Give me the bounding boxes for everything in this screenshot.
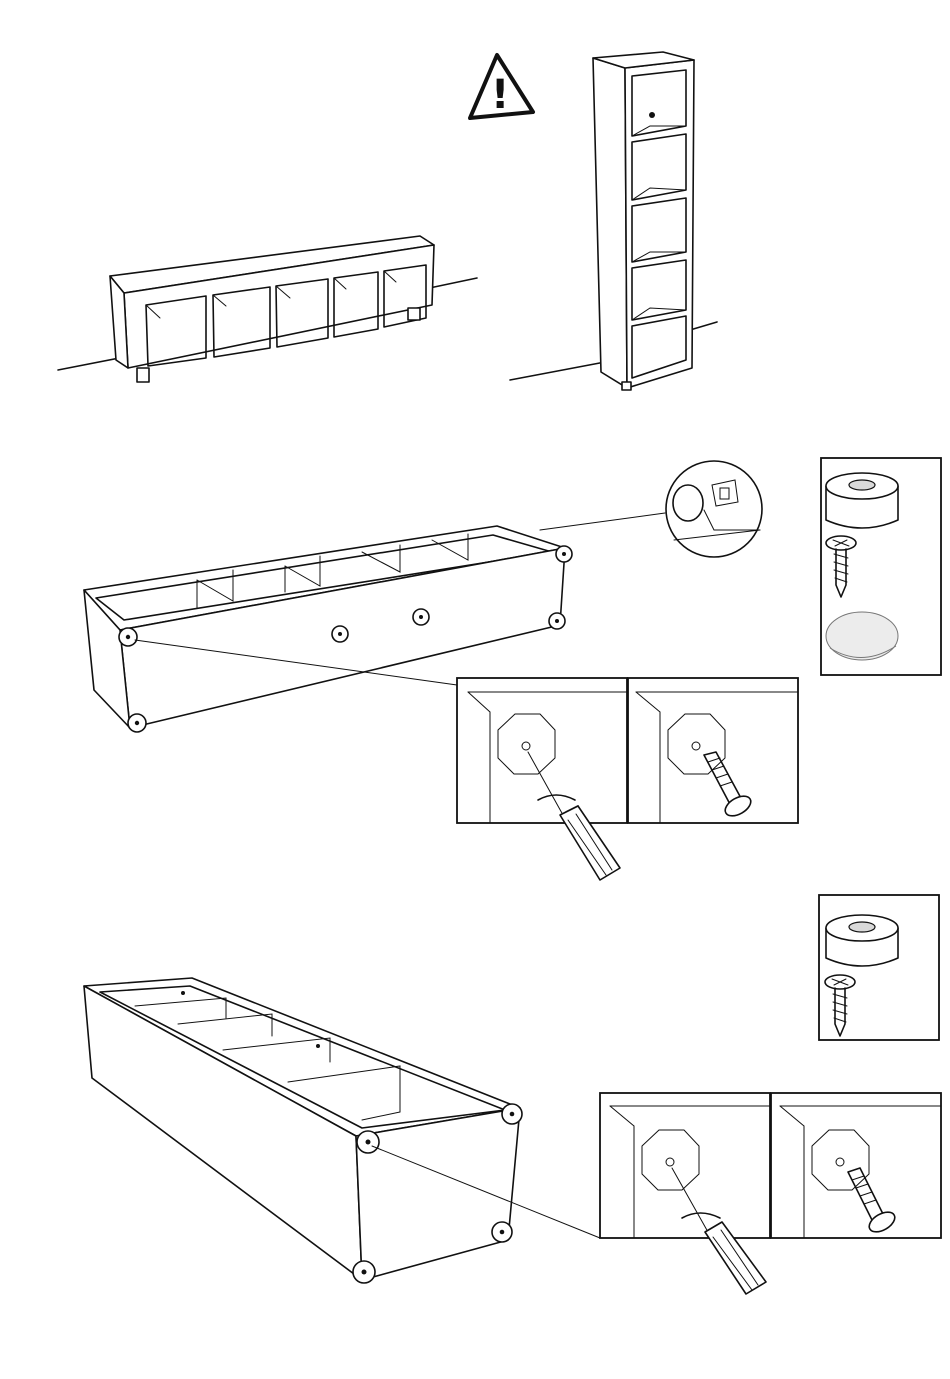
screwing-detail-panel-4 bbox=[771, 1093, 941, 1238]
warning-symbol: ! bbox=[491, 72, 509, 118]
cap-detail-magnifier bbox=[666, 461, 762, 557]
screwing-detail-panel-2 bbox=[628, 678, 798, 823]
foot-pad-icon bbox=[826, 915, 898, 966]
parts-box-feet bbox=[819, 895, 939, 1040]
vertical-shelf-view bbox=[510, 52, 717, 390]
vertical-shelf-bottom-view bbox=[84, 978, 600, 1283]
horizontal-shelf-view bbox=[58, 236, 477, 382]
warning-triangle-icon: ! bbox=[470, 55, 533, 118]
screwing-detail-panel-3 bbox=[600, 1093, 770, 1238]
foot-pad-icon bbox=[826, 473, 898, 528]
screwing-detail-panel-1 bbox=[457, 678, 627, 823]
parts-box-feet-cap bbox=[821, 458, 941, 675]
cap-icon bbox=[826, 612, 898, 660]
